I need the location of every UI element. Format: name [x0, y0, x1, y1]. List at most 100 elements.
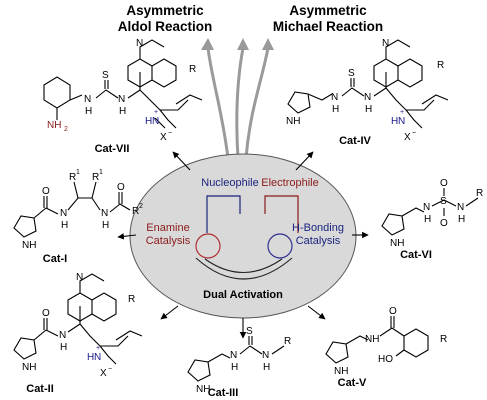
- cat-vii-quat-n: N: [152, 116, 159, 127]
- cat-ii-nh: NH: [22, 362, 36, 373]
- dual-activation-label: Dual Activation: [203, 289, 283, 301]
- cat-i-r1a: R: [69, 172, 76, 183]
- cat-ii-r: R: [128, 294, 135, 305]
- cat-iii-n2: N: [262, 350, 269, 361]
- cat-i-o1: O: [42, 186, 50, 197]
- cat-v-nh: NH: [334, 366, 348, 377]
- cat-iv-h2: H: [365, 104, 372, 115]
- cat-vi-nh: NH: [390, 238, 404, 249]
- enamine-label-line2: Catalysis: [146, 235, 191, 247]
- cat-vii-s: S: [102, 70, 109, 81]
- cat-vii-h1: H: [85, 106, 92, 117]
- cat-ii-structure: [13, 273, 143, 365]
- cat-vi-o2: O: [440, 218, 448, 229]
- cat-vii-x-minus: −: [168, 130, 172, 137]
- nucleophile-bracket: [206, 195, 241, 233]
- cat-iv-n2: N: [364, 92, 371, 103]
- cat-iv-quat-h: H: [391, 116, 398, 127]
- aldol-title-line2: Aldol Reaction: [118, 19, 213, 34]
- cat-iii-h2: H: [263, 362, 270, 373]
- cat-v-structure: [325, 316, 429, 364]
- cat-v-amide-nh: NH: [365, 334, 379, 345]
- cat-iv-quinoline-n: N: [382, 38, 389, 49]
- cat-vii-x: X: [160, 132, 167, 143]
- cat-i-n2: N: [101, 208, 108, 219]
- cat-vii-nh2-sub: 2: [64, 126, 68, 133]
- cat-ii-n: N: [59, 330, 66, 341]
- cat-i-h1: H: [61, 220, 68, 231]
- balloon-head-3: [262, 38, 274, 50]
- electrophile-bracket: [264, 195, 299, 233]
- smile-arc-inner: [204, 258, 283, 274]
- arrow-to-cat-i: [117, 233, 137, 240]
- cat-i-r1b-sup: 1: [99, 169, 103, 176]
- cat-iii-label: Cat-III: [208, 387, 239, 399]
- catalyst-arrows: [117, 151, 369, 339]
- cat-iv-s: S: [348, 68, 355, 79]
- cat-vii-h2: H: [119, 106, 126, 117]
- cat-ii-quinoline-n: N: [76, 272, 83, 283]
- balloon-arrow-1: [206, 47, 230, 159]
- cat-iv-label: Cat-IV: [339, 135, 371, 147]
- cat-iv-quat-n: N: [398, 116, 405, 127]
- balloon-arrow-2: [235, 47, 245, 159]
- cat-vi-o1: O: [440, 178, 448, 189]
- cat-ii-x-minus: −: [108, 366, 112, 373]
- cat-v-o: O: [389, 306, 397, 317]
- cat-vi-structure: [381, 188, 479, 236]
- nucleophile-label: Nucleophile: [201, 177, 258, 189]
- cat-iv-h1: H: [332, 104, 339, 115]
- cat-vi-s: S: [440, 196, 447, 207]
- cat-vi-r: R: [476, 188, 483, 199]
- cat-ii-label: Cat-II: [26, 383, 54, 395]
- balloon-arrowheads: [201, 38, 274, 50]
- smile-arc-outer: [195, 257, 293, 280]
- cat-i-n1: N: [60, 208, 67, 219]
- cat-iii-s: S: [246, 326, 253, 337]
- cat-i-structure: [13, 181, 131, 238]
- cat-ii-o: O: [42, 308, 50, 319]
- cat-vii-r: R: [189, 64, 196, 75]
- cat-ii-quat-h: H: [87, 352, 94, 363]
- cat-vi-h1: H: [424, 214, 431, 225]
- balloon-arrows: [206, 47, 270, 159]
- cat-v-label: Cat-V: [338, 377, 367, 389]
- hbonding-label-line1: H-Bonding: [292, 222, 344, 234]
- left-eye-circle: [195, 233, 221, 259]
- cat-ii-plus: +: [96, 345, 100, 352]
- cat-iv-nh: NH: [286, 116, 300, 127]
- cat-vii-quat-h: H: [145, 116, 152, 127]
- cat-iv-r: R: [437, 60, 444, 71]
- cat-vii-nh2: NH: [47, 120, 61, 131]
- michael-title-line1: Asymmetric: [289, 3, 367, 18]
- cat-vii-quinoline-n: N: [136, 38, 143, 49]
- balloon-head-2: [237, 38, 249, 50]
- cat-iv-n1: N: [331, 92, 338, 103]
- cat-ii-h: H: [60, 342, 67, 353]
- cat-vii-label: Cat-VII: [95, 143, 130, 155]
- cat-i-r1a-sup: 1: [76, 169, 80, 176]
- cat-vii-n1: N: [84, 94, 91, 105]
- cat-iii-h1: H: [231, 362, 238, 373]
- cat-vi-h2: H: [458, 214, 465, 225]
- right-eye-circle: [267, 233, 293, 259]
- cat-vii-n2: N: [118, 94, 125, 105]
- cat-vii-plus: +: [154, 109, 158, 116]
- arrow-to-cat-iv: [295, 151, 314, 171]
- cat-ii-quat-n: N: [94, 352, 101, 363]
- cat-iv-structure: [287, 39, 449, 129]
- cat-v-ho: HO: [378, 354, 393, 365]
- cat-vii-structure: [43, 39, 203, 129]
- balloon-arrow-3: [244, 47, 270, 159]
- arrow-to-cat-vii: [172, 151, 191, 171]
- cat-iv-plus: +: [400, 109, 404, 116]
- cat-iii-nh: NH: [196, 384, 210, 395]
- cat-v-r: R: [440, 334, 447, 345]
- cat-i-o2: O: [117, 182, 125, 193]
- cat-i-h2: H: [102, 220, 109, 231]
- cat-ii-x: X: [100, 368, 107, 379]
- cat-vi-n2: N: [457, 202, 464, 213]
- cat-vi-label: Cat-VI: [400, 249, 432, 261]
- enamine-label-line1: Enamine: [146, 222, 189, 234]
- cat-vi-n1: N: [423, 202, 430, 213]
